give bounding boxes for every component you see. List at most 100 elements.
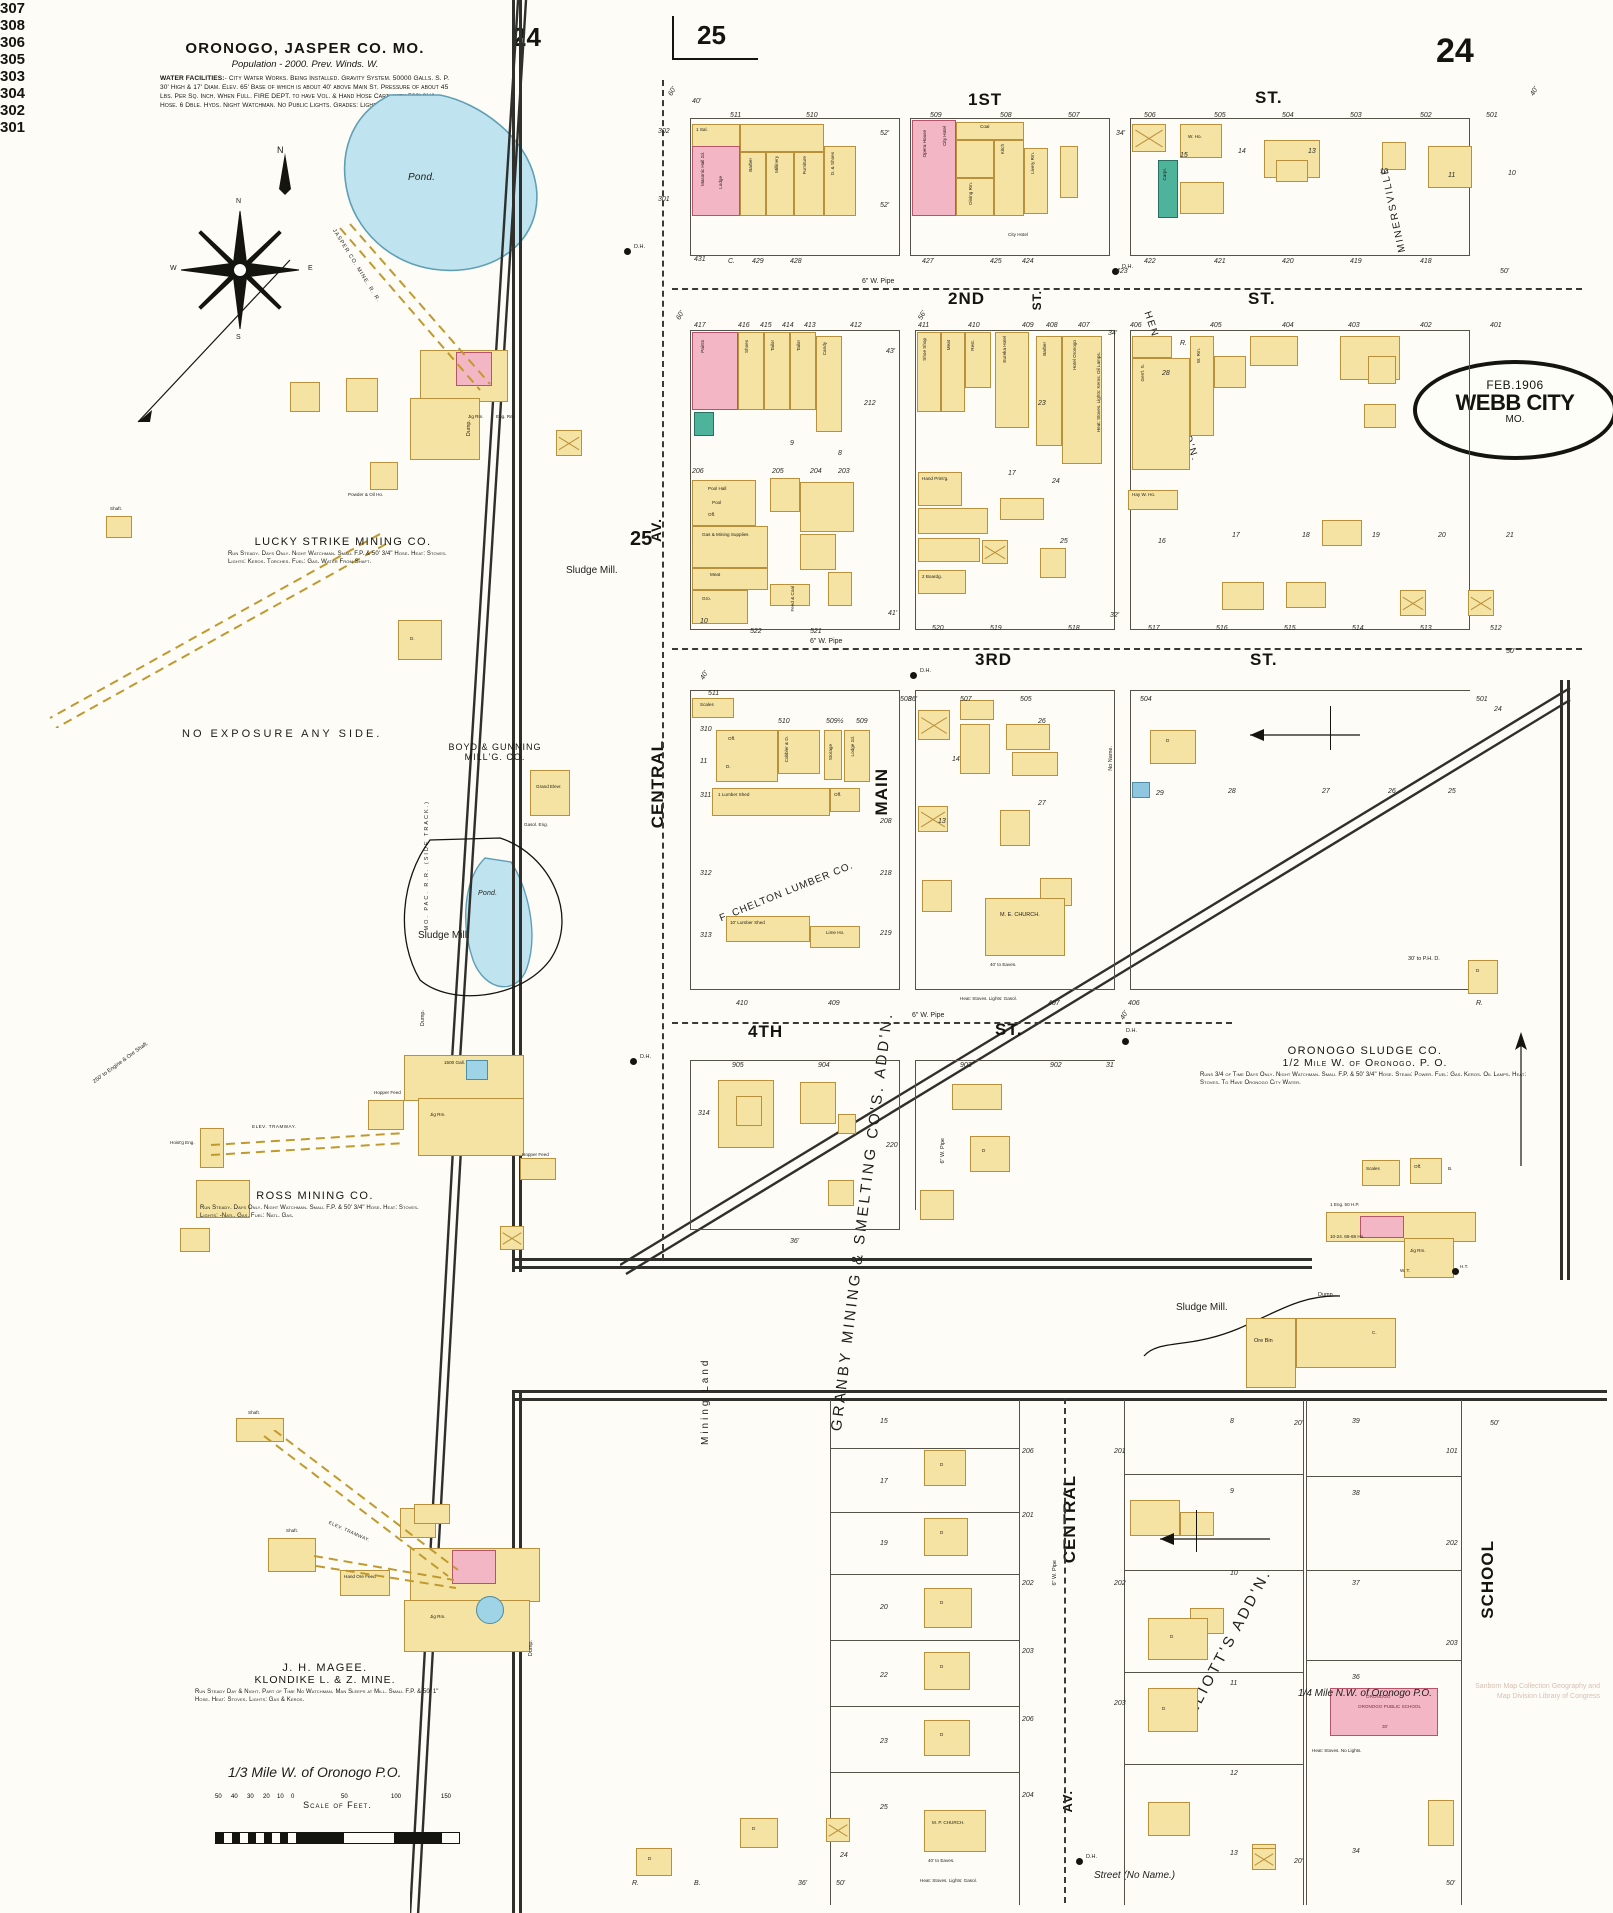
hydrant-marker — [624, 248, 631, 255]
building — [960, 700, 994, 720]
block-306: 306 — [0, 34, 26, 51]
lot-number: 509½ — [826, 718, 844, 725]
lot-number: 412 — [850, 322, 862, 329]
building-dwelling — [924, 1518, 968, 1556]
addition-mining-land: Mining Land — [700, 1357, 711, 1445]
heat-note: Heat: Stoves. Lights: Gasol. — [960, 996, 1017, 1001]
lot-divider — [1306, 1476, 1462, 1477]
building-dwelling — [924, 1450, 966, 1486]
building — [196, 1180, 250, 1218]
lot-divider — [1124, 1764, 1304, 1765]
building-pool-hall — [692, 480, 756, 526]
lot-number: C. — [728, 258, 735, 265]
lot-number: 10 — [700, 618, 708, 625]
dimension-label: 60' — [675, 309, 686, 322]
building — [920, 1190, 954, 1220]
building-label: R. — [632, 1880, 639, 1887]
dimension-label: 101 — [1446, 1448, 1458, 1455]
building-jig-room-magee — [404, 1600, 530, 1652]
lot-number: 505 — [1214, 112, 1226, 119]
building-label: D. — [410, 636, 415, 641]
building — [800, 534, 836, 570]
building-label: Off. — [1414, 1164, 1422, 1169]
lot-outline-304-east — [1130, 690, 1470, 990]
lot-number: 505 — [1020, 696, 1032, 703]
lot-number: 29 — [1156, 790, 1164, 797]
flume-label-4: Dump. — [528, 1640, 534, 1657]
tramway-dashed-lucky — [49, 533, 387, 728]
building-water-tank — [466, 1060, 488, 1080]
shaft-distance-note: 250' to Engine & Ore Shaft. — [92, 1040, 150, 1085]
lot-number: 18 — [1302, 532, 1310, 539]
block-303: 303 — [0, 68, 26, 85]
dimension-label: 36' — [908, 696, 918, 703]
hydrant-label: D.H. — [1126, 1028, 1137, 1034]
lot-number: 417 — [694, 322, 706, 329]
building-label: Off. — [728, 736, 736, 741]
scale-tick: 20 — [263, 1794, 270, 1800]
lucky-strike-title: LUCKY STRIKE MINING CO. — [254, 536, 432, 548]
building-label: Cobbler & D. — [784, 736, 789, 763]
building — [918, 508, 988, 534]
street-lee-suffix: ST. — [1030, 290, 1044, 311]
dimension-label: 219 — [880, 930, 892, 937]
no-name-label: No Name. — [1108, 746, 1114, 771]
building-dining-room — [956, 178, 994, 216]
building-x — [918, 806, 948, 832]
lot-number: 904 — [818, 1062, 830, 1069]
magee-distance-note: 1/3 Mile W. of Oronogo P.O. — [228, 1764, 402, 1780]
lot-outline-306 — [690, 330, 900, 630]
building-dwelling — [1148, 1618, 1208, 1660]
building-dwelling-ell — [1276, 160, 1308, 182]
street-2nd-suffix: ST. — [1248, 289, 1276, 308]
street-central-av: CENTRAL — [648, 740, 667, 829]
building-shed — [838, 1114, 856, 1134]
building-scales — [1362, 1160, 1400, 1186]
building-warehouse — [1180, 124, 1222, 158]
scale-tick: 10 — [277, 1794, 284, 1800]
building-label: Dining Rm. — [968, 182, 973, 205]
note-ross-mining: ROSS MINING CO. Run Steady. Days Only. N… — [200, 1190, 430, 1221]
building — [1006, 724, 1050, 750]
lot-number: 404 — [1282, 322, 1294, 329]
lot-number: 419 — [1350, 258, 1362, 265]
building-label: D — [648, 1856, 652, 1861]
tramway-ross — [210, 1132, 406, 1156]
hydrant-marker — [910, 672, 917, 679]
building-label: 1 Sal. — [696, 127, 708, 132]
scale-bar-graphic — [215, 1832, 460, 1844]
building-label: Meat — [710, 572, 721, 577]
lot-number: 407 — [1048, 1000, 1060, 1007]
lot-number: 511 — [730, 112, 742, 119]
building-label: Eng. Rm. — [496, 414, 516, 419]
building-ell — [1180, 1512, 1214, 1536]
building-jig-room — [418, 1098, 524, 1156]
building-label: D — [1166, 738, 1170, 743]
lot-number: 512 — [1490, 625, 1502, 632]
dimension-label: 50' — [1490, 1420, 1500, 1427]
lot-outline-granby — [830, 1400, 1020, 1905]
frame-mid-horizontal — [512, 1258, 1312, 1261]
tick-mark-2 — [1196, 1510, 1197, 1552]
building-grocery — [692, 590, 748, 624]
building-dwelling — [740, 1818, 778, 1848]
dimension-label: 206 — [1022, 1716, 1034, 1723]
lot-number: 14 — [1238, 148, 1246, 155]
water-pipe-2nd — [672, 288, 1582, 290]
building — [800, 482, 854, 532]
lot-number: 31 — [1106, 1062, 1114, 1069]
building — [918, 538, 980, 562]
scale-tick: 100 — [391, 1794, 402, 1800]
lot-number: 11 — [1230, 1680, 1238, 1687]
building — [1368, 356, 1396, 384]
lot-divider — [1124, 1672, 1304, 1673]
lot-number: 415 — [760, 322, 772, 329]
lot-number: 28 — [1162, 370, 1170, 377]
compass-rose — [180, 210, 300, 330]
building-label: Barber — [748, 158, 753, 172]
lot-number: 420 — [1282, 258, 1294, 265]
lot-number: 206 — [692, 468, 704, 475]
dimension-label: 301 — [658, 196, 670, 203]
dimension-label: 202 — [1022, 1580, 1034, 1587]
building-sludge-mill-wing — [1296, 1318, 1396, 1368]
